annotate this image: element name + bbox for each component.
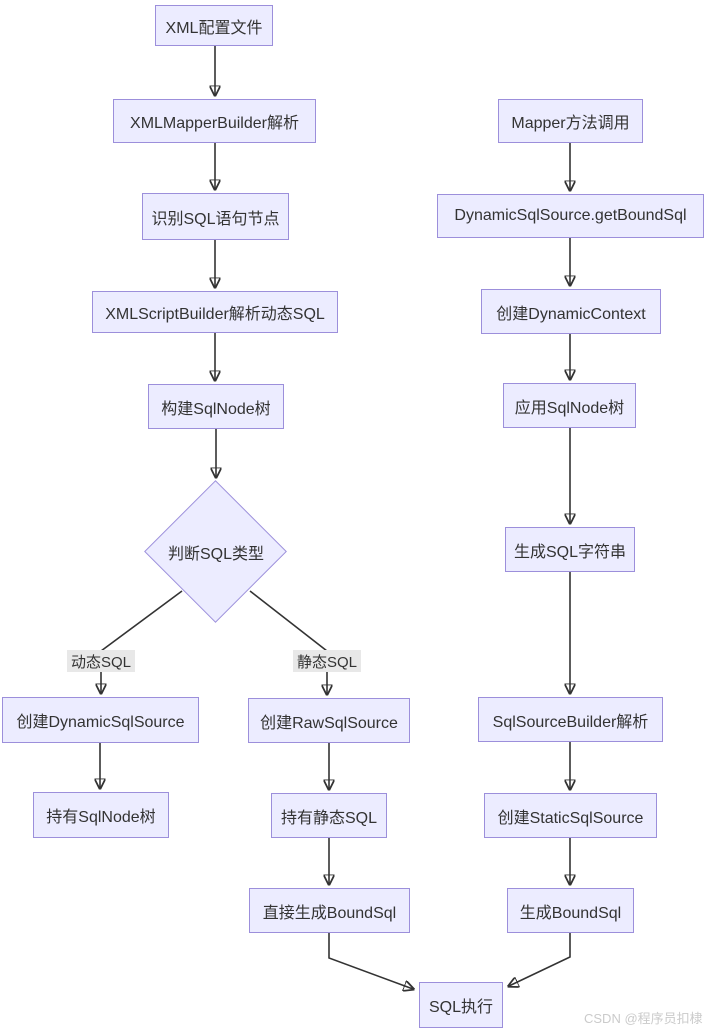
node-create-raw-sqlsource: 创建RawSqlSource (248, 698, 410, 743)
node-identify-sql-node: 识别SQL语句节点 (142, 193, 289, 240)
node-xml-script-builder: XMLScriptBuilder解析动态SQL (92, 291, 338, 333)
node-gen-boundsql: 生成BoundSql (507, 888, 634, 933)
node-direct-gen-boundsql: 直接生成BoundSql (249, 888, 410, 933)
edge-genbound-to-sqlexec (509, 933, 571, 986)
node-gen-sql-string: 生成SQL字符串 (505, 527, 635, 572)
decision-judge-sql-type-label: 判断SQL类型 (167, 545, 265, 563)
watermark: CSDN @程序员扣棣 (584, 1011, 703, 1026)
node-xml-config: XML配置文件 (155, 5, 273, 46)
edge-directbound-to-sqlexec (328, 933, 413, 989)
node-create-static-sqlsource: 创建StaticSqlSource (484, 793, 657, 838)
node-sqlsource-builder: SqlSourceBuilder解析 (478, 697, 663, 742)
node-build-sqlnode-tree: 构建SqlNode树 (148, 384, 284, 429)
node-hold-sqlnode-tree: 持有SqlNode树 (33, 792, 169, 838)
edge-judge-to-static-label (249, 590, 328, 652)
edge-label-dynamic-sql: 动态SQL (67, 650, 135, 672)
node-create-dynamic-sqlsource: 创建DynamicSqlSource (2, 697, 199, 743)
node-sql-exec: SQL执行 (419, 982, 503, 1028)
node-apply-sqlnode-tree: 应用SqlNode树 (503, 383, 636, 428)
node-dynamic-get-boundsql: DynamicSqlSource.getBoundSql (437, 194, 704, 238)
edge-judge-to-dynamic-label (100, 590, 183, 652)
edge-label-static-sql: 静态SQL (293, 650, 361, 672)
node-create-dynamic-context: 创建DynamicContext (481, 289, 661, 334)
node-hold-static-sql: 持有静态SQL (271, 793, 387, 838)
node-xml-mapper-builder: XMLMapperBuilder解析 (113, 99, 316, 143)
node-mapper-call: Mapper方法调用 (498, 99, 643, 143)
